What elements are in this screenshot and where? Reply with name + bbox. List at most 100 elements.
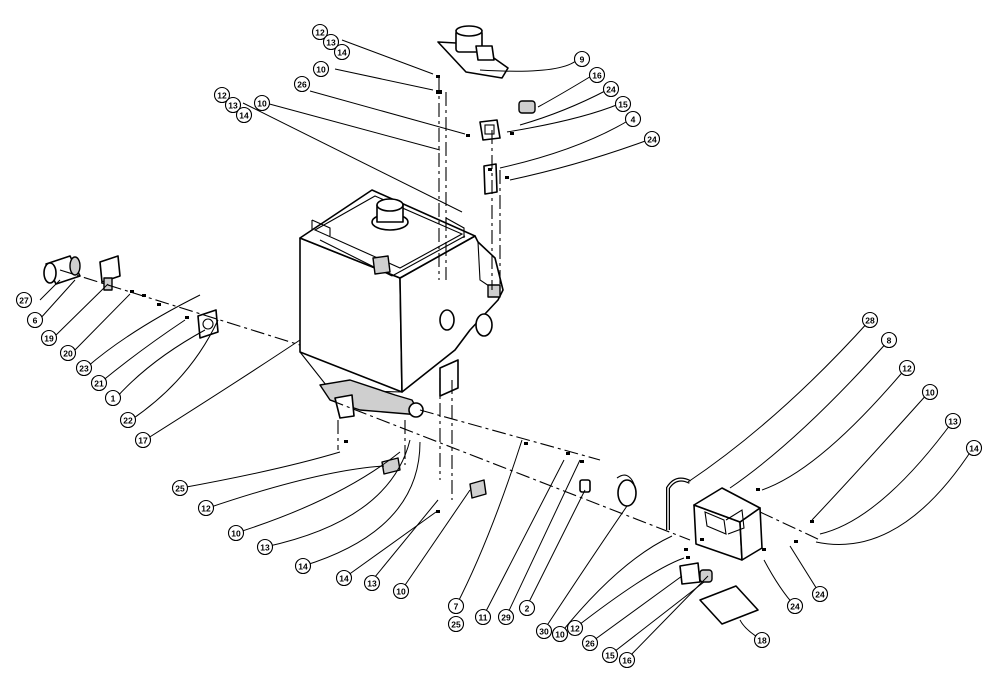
balloon-30: 30 [535, 622, 553, 640]
cover-plate-18 [699, 585, 759, 625]
balloon-label: 13 [228, 101, 238, 111]
balloon-circle [474, 608, 492, 626]
balloon-label: 13 [367, 579, 377, 589]
hw-screw [185, 316, 189, 319]
balloon-14: 14 [333, 43, 351, 61]
balloon-circle [15, 291, 33, 309]
balloon-circle [566, 619, 584, 637]
balloon-circle [311, 23, 329, 41]
balloon-23: 23 [75, 359, 93, 377]
balloon-label: 27 [19, 296, 29, 306]
balloon-label: 1 [111, 394, 116, 404]
balloon-label: 25 [175, 484, 185, 494]
hose-28-inner [667, 478, 691, 530]
tank-bottom-fitting-2 [408, 402, 424, 418]
balloon-6: 6 [26, 311, 44, 329]
balloon-circle [75, 359, 93, 377]
balloon-25: 25 [171, 479, 189, 497]
balloon-label: 30 [539, 627, 549, 637]
balloon-16: 16 [618, 651, 636, 669]
balloon-7: 7 [447, 597, 465, 615]
breather-clamp [99, 255, 121, 283]
balloon-10: 10 [312, 60, 330, 78]
balloon-label: 14 [239, 111, 249, 121]
tank-latch-front [372, 255, 391, 275]
right-box-assembly [666, 477, 763, 561]
cap-30 [617, 479, 637, 507]
balloon-12: 12 [566, 619, 584, 637]
balloon-22: 22 [119, 411, 137, 429]
balloon-10: 10 [392, 582, 410, 600]
assembly-lines [59, 78, 821, 541]
balloon-circle [134, 431, 152, 449]
balloon-circle [588, 66, 606, 84]
balloon-24: 24 [602, 80, 620, 98]
balloon-label: 22 [123, 416, 133, 426]
tank-top [299, 189, 476, 279]
callout-balloons: 2761920232112217121314102612131410916241… [15, 23, 983, 669]
balloon-circle [811, 585, 829, 603]
balloon-circle [861, 311, 879, 329]
balloon-circle [119, 411, 137, 429]
lower-bracket-right [469, 479, 487, 499]
balloon-circle [786, 597, 804, 615]
balloon-label: 16 [622, 656, 632, 666]
balloon-10: 10 [253, 94, 271, 112]
balloon-circle [335, 569, 353, 587]
tank-side-hole-1 [439, 309, 455, 331]
balloon-circle [898, 359, 916, 377]
hose-28 [666, 477, 691, 530]
balloon-label: 10 [925, 388, 935, 398]
balloon-circle [965, 439, 983, 457]
balloon-13: 13 [322, 33, 340, 51]
dash-h-mid [419, 409, 601, 461]
balloon-26: 26 [581, 634, 599, 652]
dash-h-box [759, 511, 821, 541]
balloon-label: 8 [887, 336, 892, 346]
tank-side-mount-plate [439, 359, 459, 397]
balloon-label: 21 [94, 379, 104, 389]
balloon-label: 14 [337, 48, 347, 58]
balloon-label: 12 [902, 364, 912, 374]
balloon-13: 13 [944, 412, 962, 430]
balloon-label: 18 [757, 636, 767, 646]
balloon-circle [618, 651, 636, 669]
balloon-circle [104, 389, 122, 407]
lid-handle-left [311, 219, 331, 236]
filter-element-top [518, 100, 536, 114]
balloon-28: 28 [861, 311, 879, 329]
hw-bolt [130, 290, 134, 293]
balloon-27: 27 [15, 291, 33, 309]
balloon-circle [293, 75, 311, 93]
balloon-12: 12 [898, 359, 916, 377]
left-hardware [130, 290, 189, 319]
balloon-circle [944, 412, 962, 430]
breather-cylinder-end [43, 262, 57, 284]
balloon-circle [224, 96, 242, 114]
balloon-label: 14 [298, 562, 308, 572]
balloon-label: 12 [315, 28, 325, 38]
filter-element-right [699, 569, 713, 583]
balloon-14: 14 [965, 439, 983, 457]
balloon-label: 12 [570, 624, 580, 634]
balloon-20: 20 [59, 344, 77, 362]
balloon-circle [447, 615, 465, 633]
balloon-label: 13 [326, 38, 336, 48]
balloon-label: 24 [606, 85, 616, 95]
balloon-circle [573, 50, 591, 68]
balloon-label: 28 [865, 316, 875, 326]
filter-housing-cap [455, 25, 483, 37]
balloon-2: 2 [518, 599, 536, 617]
balloon-1: 1 [104, 389, 122, 407]
balloon-label: 14 [969, 444, 979, 454]
hw-nut [157, 303, 161, 306]
balloon-11: 11 [474, 608, 492, 626]
balloon-label: 26 [297, 80, 307, 90]
tank-rear-clamp [487, 284, 501, 298]
balloon-24: 24 [811, 585, 829, 603]
misc-hardware [344, 75, 814, 559]
balloon-9: 9 [573, 50, 591, 68]
balloon-10: 10 [551, 625, 569, 643]
balloon-19: 19 [40, 329, 58, 347]
